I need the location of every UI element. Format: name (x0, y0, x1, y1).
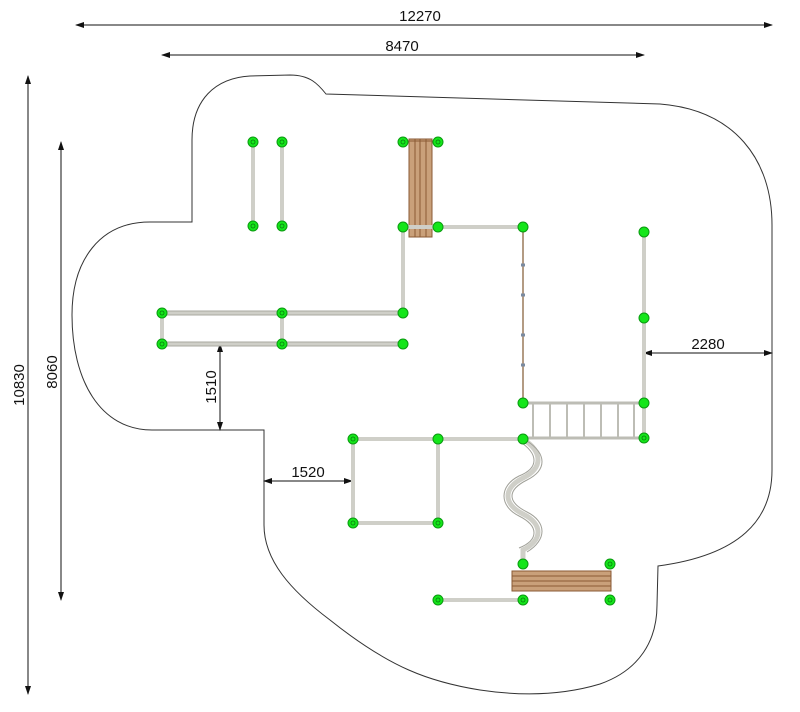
dimension-inner-width: 8470 (161, 38, 645, 58)
post (276, 220, 288, 232)
post (276, 338, 288, 350)
dimension-inner-height-label: 8060 (44, 355, 61, 388)
post (517, 221, 529, 233)
post (432, 221, 444, 233)
post (638, 226, 650, 238)
dimension-overall-width: 12270 (75, 8, 773, 28)
post (397, 338, 409, 350)
post (604, 594, 616, 606)
post (397, 307, 409, 319)
dimension-overall-width-label: 12270 (399, 8, 441, 25)
post (432, 517, 444, 529)
horizontal-ladder (523, 401, 644, 440)
post (397, 136, 409, 148)
dimension-left-gap-horizontal-label: 1520 (291, 464, 324, 481)
dimension-left-gap-horizontal: 1520 (263, 464, 353, 484)
post (517, 594, 529, 606)
post (276, 307, 288, 319)
post (517, 433, 529, 445)
post (156, 338, 168, 350)
post (517, 558, 529, 570)
beams (160, 140, 646, 602)
post (638, 432, 650, 444)
post (347, 433, 359, 445)
post (247, 136, 259, 148)
safety-zone-outline (71, 74, 773, 695)
dimension-inner-width-label: 8470 (385, 38, 418, 55)
rope-chain (521, 227, 525, 403)
dimension-overall-height-label: 10830 (11, 364, 28, 406)
post (604, 558, 616, 570)
posts (156, 136, 650, 606)
post (432, 594, 444, 606)
dimension-overall-height: 10830 (11, 75, 31, 695)
dimension-right-clearance-label: 2280 (691, 336, 724, 353)
post (432, 433, 444, 445)
post (247, 220, 259, 232)
wooden-bench-bottom (511, 570, 612, 592)
dimension-left-gap-vertical-label: 1510 (203, 370, 220, 403)
post (156, 307, 168, 319)
post (397, 221, 409, 233)
dimension-left-gap-vertical: 1510 (203, 343, 223, 431)
dimension-inner-height: 8060 (44, 141, 64, 601)
wooden-deck-top (404, 138, 436, 238)
post (347, 517, 359, 529)
wavy-balance-beam (503, 436, 543, 566)
post (432, 136, 444, 148)
dimension-right-clearance: 2280 (643, 336, 773, 356)
post (517, 397, 529, 409)
post (638, 312, 650, 324)
post (276, 136, 288, 148)
post (638, 397, 650, 409)
